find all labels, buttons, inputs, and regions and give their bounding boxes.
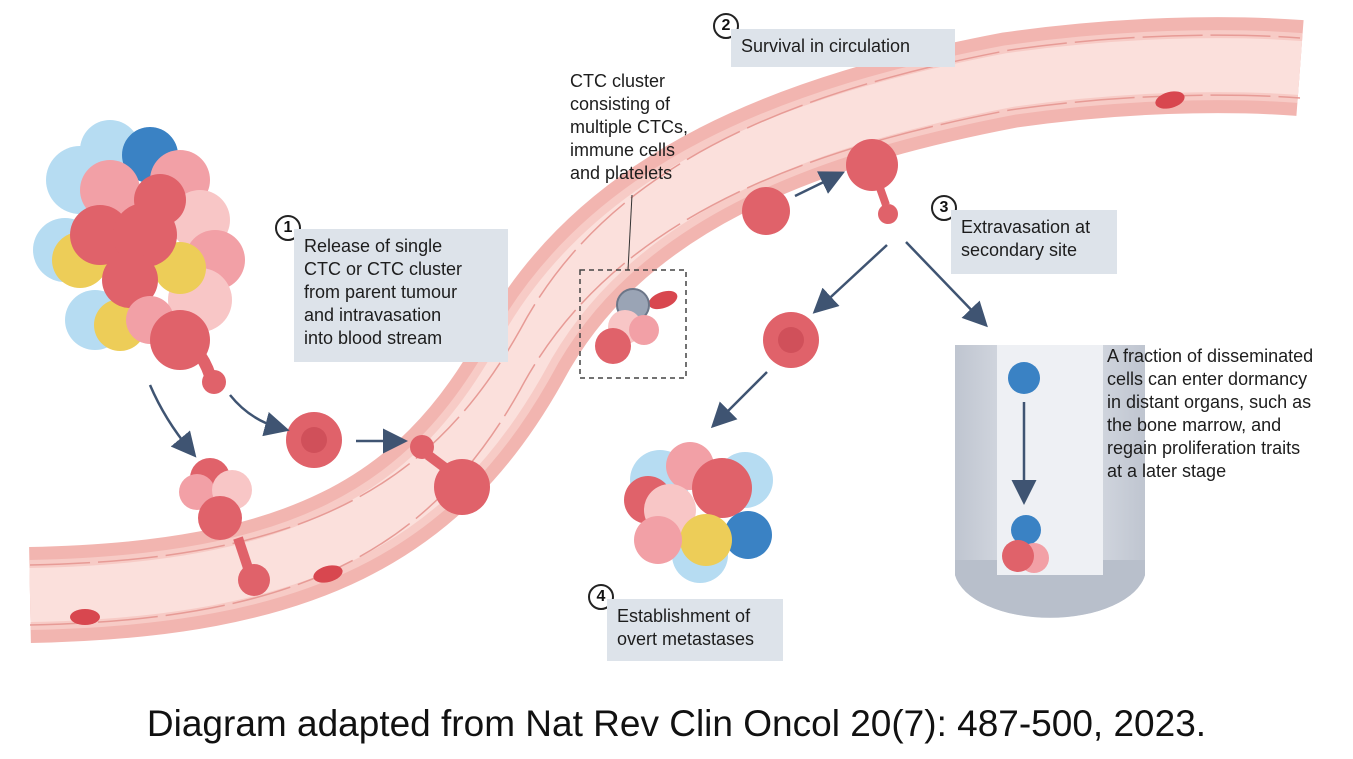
circulating-ctcs [742,139,898,235]
step-3-label: Extravasation at secondary site [951,210,1117,274]
dormancy-note: A fraction of disseminated cells can ent… [1107,346,1314,481]
bone-marrow [955,345,1145,618]
step-4-number: 4 [588,584,614,610]
intravasating-ctc [410,435,490,515]
step-4-label: Establishment of overt metastases [607,599,783,661]
cluster-description: CTC cluster consisting of multiple CTCs,… [570,71,689,183]
figure-caption: Diagram adapted from Nat Rev Clin Oncol … [146,703,1207,744]
flow-arrows [148,171,988,458]
primary-tumour [33,120,245,394]
step-1-label: Release of single CTC or CTC cluster fro… [294,229,508,362]
blood-vessel [29,17,1304,643]
arrow-in-vessel [794,171,845,198]
red-blood-cell [70,609,100,625]
arrow-to-bone-marrow [905,241,988,328]
red-blood-cell [1155,91,1185,109]
extravasated-ctc [763,312,819,368]
step-2-label: Survival in circulation [731,29,955,67]
red-blood-cells [70,91,1185,625]
red-blood-cell [648,290,678,310]
arrow-tumour-to-cluster [148,384,197,458]
arrow-to-extravasated [812,244,888,314]
single-ctc [286,412,342,468]
overt-metastasis [624,442,773,583]
ctc-cluster-in-circulation [579,194,687,379]
step-1-number: 1 [275,215,301,241]
arrow-to-metastasis [710,371,768,429]
arrow-tumour-to-ctc [229,394,290,437]
red-blood-cell [313,565,343,583]
ctc-cluster-released [179,458,270,596]
